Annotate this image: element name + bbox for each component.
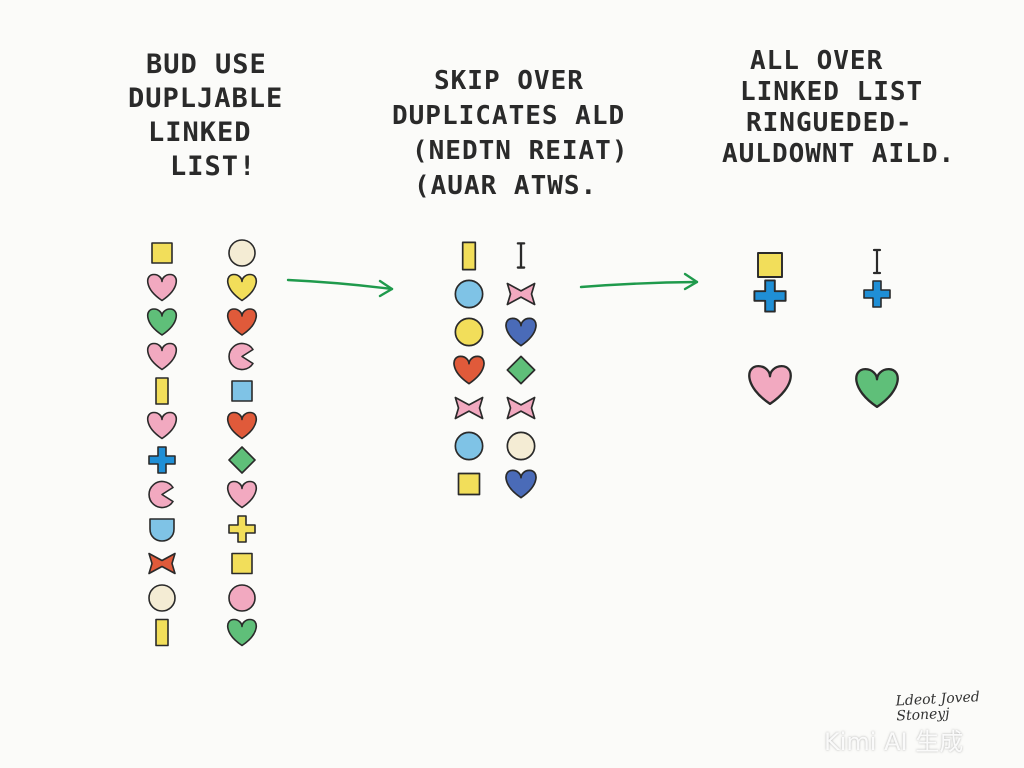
- caption-line: SKIP OVER: [434, 66, 584, 96]
- column-1: [147, 242, 177, 647]
- bowtie-shape: [506, 282, 536, 306]
- square-shape: [231, 380, 253, 402]
- heart-shape: [453, 355, 485, 385]
- caption-line: (AUAR ATWS.: [414, 171, 598, 201]
- arrows-layer: [286, 272, 699, 298]
- bowtie-shape: [148, 552, 176, 575]
- caption-line: LINKED: [148, 117, 252, 148]
- heart-shape: [227, 618, 257, 647]
- heart-shape: [147, 411, 177, 440]
- caption-line: LINKED LIST: [740, 77, 924, 107]
- caption-stage-1: BUD USE DUPLJABLE LINKED LIST!: [128, 48, 283, 184]
- plus-shape: [863, 280, 891, 308]
- square-shape: [457, 472, 481, 496]
- heart-shape: [227, 411, 257, 440]
- heart-shape: [147, 273, 177, 302]
- caption-line: DUPLICATES ALD: [392, 101, 626, 131]
- column-2: [227, 239, 257, 647]
- circle-shape: [228, 584, 256, 612]
- circle-shape: [148, 584, 176, 612]
- circle-shape: [506, 431, 536, 461]
- column-5: [748, 252, 792, 406]
- watermark: Kimi AI 生成: [824, 728, 964, 756]
- caption-line: DUPLJABLE: [128, 83, 284, 114]
- square-shape: [757, 252, 783, 278]
- heart-shape: [855, 367, 899, 409]
- bar-shape: [461, 241, 477, 271]
- plus-shape: [148, 446, 176, 474]
- arrow-stage-1-to-stage-2: [286, 278, 394, 298]
- heart-shape: [227, 480, 257, 509]
- caption-stage-2: SKIP OVER DUPLICATES ALD (NEDTN REIAT) (…: [392, 64, 629, 204]
- arrow-stage-2-to-stage-3: [579, 272, 699, 291]
- heart-shape: [147, 308, 177, 336]
- bar-shape: [155, 377, 169, 405]
- circle-shape: [228, 239, 256, 267]
- diamond-shape: [506, 355, 536, 385]
- column-3: [453, 241, 485, 496]
- circle-shape: [454, 279, 484, 309]
- caption-line: BUD USE: [146, 49, 267, 80]
- bar-shape: [155, 618, 169, 647]
- heart-shape: [505, 469, 537, 499]
- tick-shape: [516, 242, 526, 269]
- caption-line: (NEDTN REIAT): [412, 136, 629, 166]
- plus-shape: [228, 515, 256, 543]
- caption-line: ALL OVER: [750, 46, 884, 76]
- square-shape: [231, 552, 253, 575]
- caption-line: LIST!: [170, 151, 257, 182]
- shapes-layer: [147, 239, 899, 647]
- column-6: [855, 248, 899, 409]
- bowtie-shape: [454, 396, 484, 420]
- caption-line: RINGUEDED-: [746, 108, 913, 138]
- bowtie-shape: [506, 396, 536, 420]
- heart-shape: [505, 317, 537, 347]
- signature: Ldeot Joved Stoneyj: [895, 689, 992, 724]
- pacman-shape: [228, 342, 254, 371]
- column-4: [505, 242, 537, 499]
- heart-shape: [227, 308, 257, 336]
- heart-shape: [147, 342, 177, 371]
- caption-stage-3: ALL OVER LINKED LIST RINGUEDED- AULDOWNT…: [722, 46, 955, 170]
- heart-shape: [227, 273, 257, 302]
- diamond-shape: [228, 446, 256, 474]
- tick-shape: [872, 248, 882, 275]
- circle-shape: [454, 431, 484, 461]
- circle-shape: [454, 317, 484, 347]
- shield-shape: [149, 518, 175, 542]
- heart-shape: [748, 364, 792, 406]
- plus-shape: [753, 279, 787, 313]
- square-shape: [151, 242, 173, 264]
- pacman-shape: [148, 480, 174, 509]
- caption-line: AULDOWNT AILD.: [722, 139, 956, 169]
